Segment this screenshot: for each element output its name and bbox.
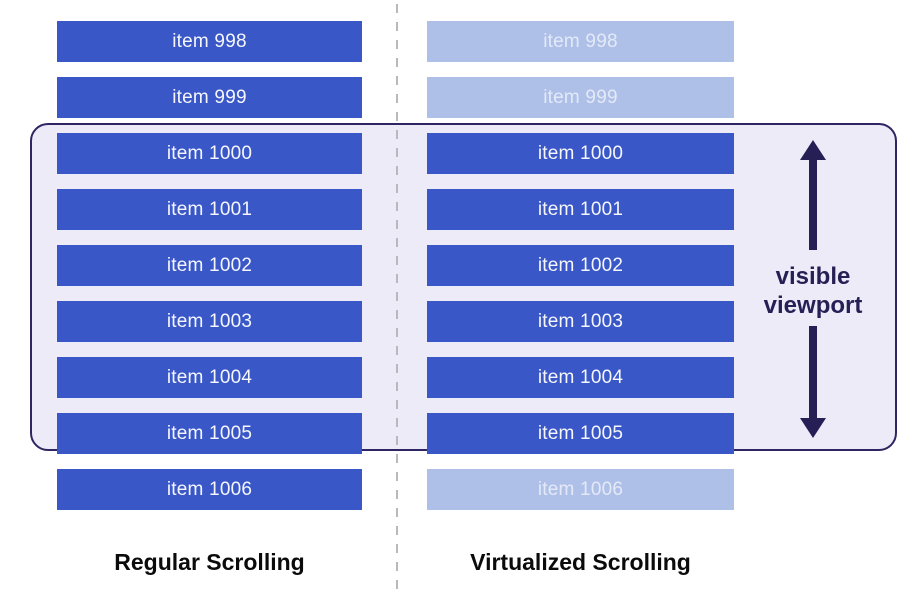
arrow-down-icon: [800, 326, 826, 438]
list-item: item 1003: [57, 301, 362, 342]
viewport-label: visible viewport: [764, 262, 863, 320]
list-item: item 1002: [427, 245, 734, 286]
list-item: item 1001: [57, 189, 362, 230]
list-item: item 1004: [57, 357, 362, 398]
list-item: item 999: [57, 77, 362, 118]
viewport-label-line1: visible: [775, 263, 851, 290]
viewport-label-line2: viewport: [763, 292, 863, 319]
list-item: item 1002: [57, 245, 362, 286]
list-item: item 1006: [427, 469, 734, 510]
list-item: item 998: [427, 21, 734, 62]
list-item: item 1001: [427, 189, 734, 230]
list-item: item 1006: [57, 469, 362, 510]
list-item: item 1000: [57, 133, 362, 174]
list-item: item 1000: [427, 133, 734, 174]
regular-scrolling-label: Regular Scrolling: [114, 549, 305, 575]
viewport-annotation: visible viewport: [743, 140, 883, 438]
list-item: item 999: [427, 77, 734, 118]
list-item: item 1003: [427, 301, 734, 342]
list-item: item 1004: [427, 357, 734, 398]
virtualized-scrolling-label: Virtualized Scrolling: [470, 549, 691, 575]
list-item: item 998: [57, 21, 362, 62]
regular-column-items: item 998 item 999 item 1000 item 1001 item 1…: [57, 21, 362, 510]
list-item: item 1005: [57, 413, 362, 454]
column-divider-dashed-line: [396, 4, 398, 590]
list-item: item 1005: [427, 413, 734, 454]
arrow-up-icon: [800, 140, 826, 250]
virtualized-column-items: item 998 item 999 item 1000 item 1001 item 1…: [427, 21, 734, 510]
